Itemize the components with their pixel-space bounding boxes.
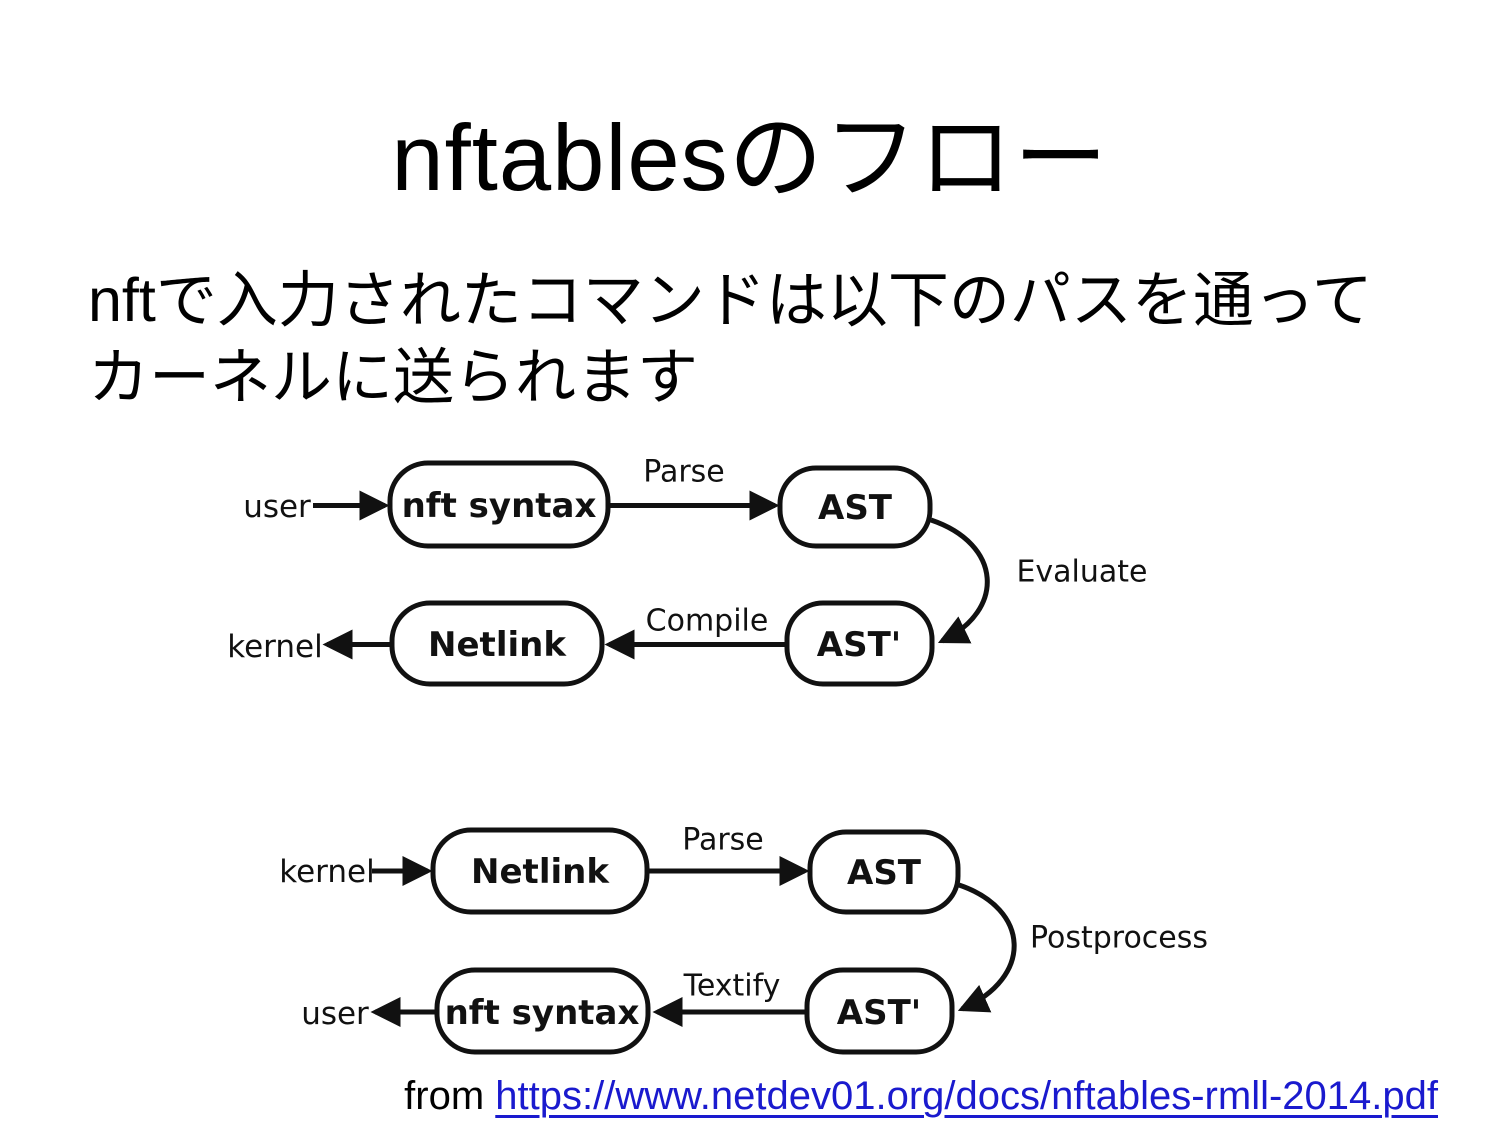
node-ast-box [777, 465, 933, 549]
body-text-line1: nftで入力されたコマンドは以下のパスを通って [88, 266, 1373, 334]
node-netlink-label: Netlink [428, 625, 567, 665]
arrow-postprocess-curve [957, 882, 1017, 1013]
edge-label-parse: Parse [682, 823, 764, 858]
edge-label-postprocess: Postprocess [1030, 921, 1208, 956]
node-ast-box [807, 829, 961, 915]
sink-label-user: user [301, 996, 369, 1032]
body-text: nftで入力されたコマンドは以下のパスを通って カーネルに送られます [88, 262, 1468, 416]
footer-source-link[interactable]: https://www.netdev01.org/docs/nftables-r… [495, 1074, 1438, 1118]
arrow-evaluate-curve [930, 517, 990, 644]
source-label-kernel: kernel [279, 854, 374, 890]
edge-label-textify: Textify [683, 969, 781, 1004]
node-nft-syntax-label: nft syntax [402, 486, 597, 526]
source-label-user: user [243, 489, 311, 525]
edge-label-parse: Parse [643, 455, 725, 490]
node-netlink-label: Netlink [471, 852, 610, 892]
sink-label-kernel: kernel [227, 629, 322, 665]
node-nft-syntax-label: nft syntax [445, 993, 640, 1033]
body-text-line2: カーネルに送られます [88, 342, 699, 411]
footer-prefix: from [404, 1074, 496, 1118]
slide-title: nftablesのフロー [391, 105, 1109, 210]
edge-label-compile: Compile [646, 604, 769, 639]
flow-diagram-user-to-kernel: user nft syntax Parse AST Evaluate AST' … [227, 455, 1148, 687]
node-ast-prime-label: AST' [817, 625, 901, 665]
node-ast-prime-label: AST' [837, 993, 921, 1033]
footer: from https://www.netdev01.org/docs/nftab… [404, 1074, 1438, 1119]
flow-diagram-kernel-to-user: kernel Netlink Parse AST Postprocess AST… [279, 823, 1208, 1055]
edge-label-evaluate: Evaluate [1016, 555, 1147, 590]
node-ast-label: AST [818, 488, 893, 528]
node-ast-label: AST [847, 853, 922, 893]
